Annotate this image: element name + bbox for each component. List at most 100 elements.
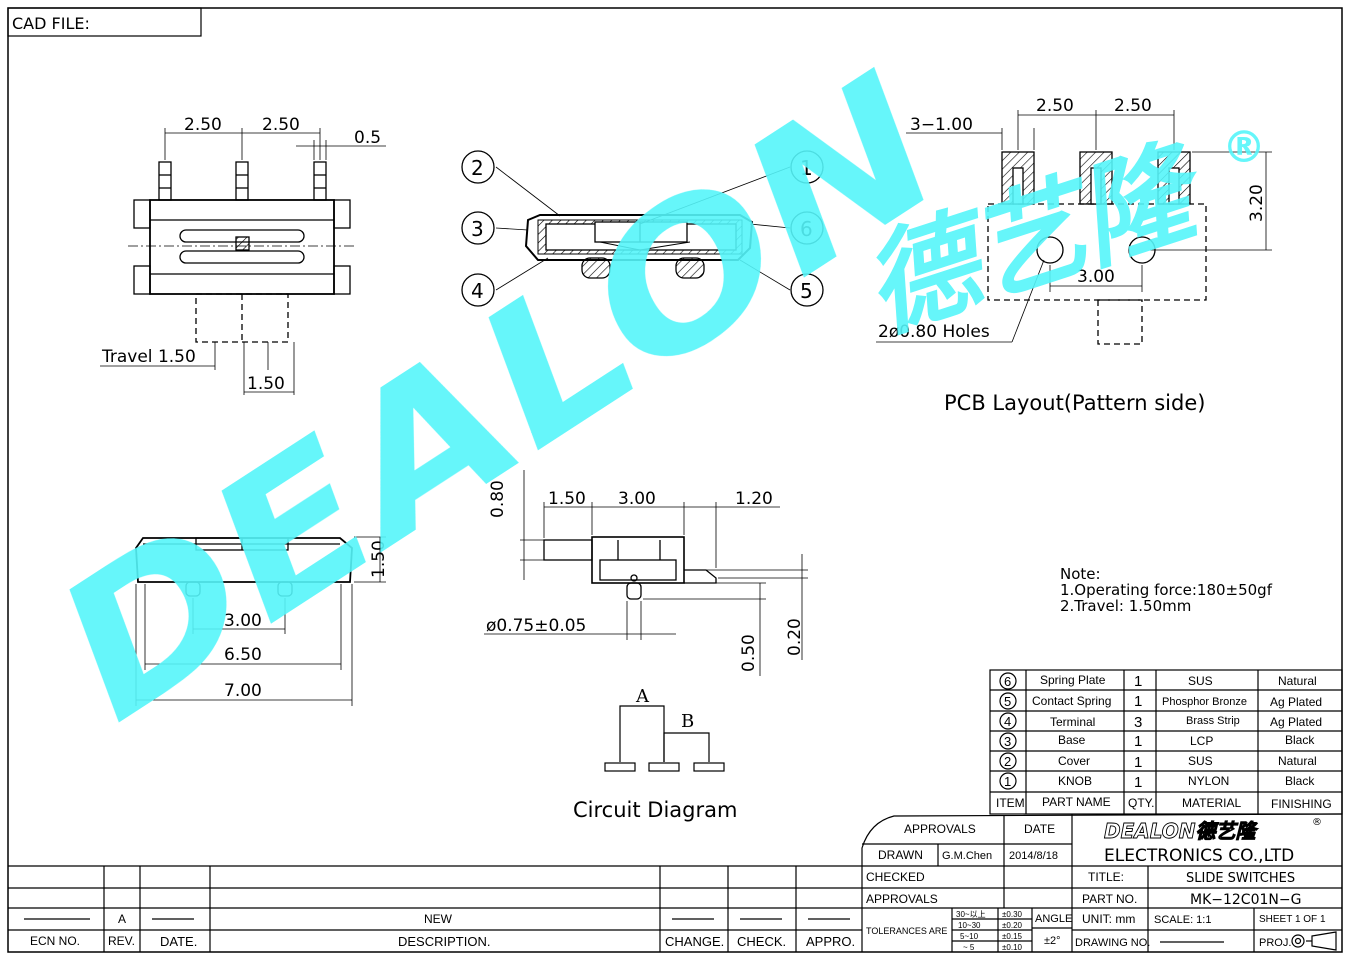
pcb-dim-height: 3.20 [1247, 184, 1267, 222]
pcb-dim-hole-spacing: 3.00 [1077, 267, 1115, 287]
tb-scale: SCALE: 1:1 [1154, 914, 1211, 926]
tb-tol-range: 30~以上 [956, 910, 986, 919]
pcb-dim-pitch-left: 2.50 [1036, 96, 1074, 116]
bom-finishing: Black [1285, 774, 1315, 788]
tb-approvals: APPROVALS [904, 822, 976, 836]
travel-label: Travel 1.50 [101, 347, 196, 367]
bom-finishing: Ag Plated [1270, 715, 1322, 729]
bom-item: 3 [1004, 734, 1011, 749]
tb-tol-range: 5~10 [960, 932, 979, 941]
bom-finishing: Ag Plated [1270, 695, 1322, 709]
bom-item: 4 [1004, 714, 1011, 729]
title-block [861, 813, 1343, 952]
tb-proj: PROJ. [1259, 937, 1291, 949]
rev-header-ecn: ECN NO. [30, 934, 80, 948]
tb-tol-range: ~ 5 [963, 943, 975, 952]
tb-logo-trademark: ® [1312, 817, 1322, 828]
bom-finishing: Natural [1278, 754, 1317, 768]
bom-material: NYLON [1188, 774, 1229, 788]
rev-header-check: CHECK. [737, 934, 786, 949]
pcb-layout [876, 110, 1272, 345]
front-dim-post-spacing: 3.00 [224, 611, 262, 631]
bom-part-name: KNOB [1058, 774, 1092, 788]
bom-part-name: Spring Plate [1040, 673, 1106, 687]
tb-logo: DEALON德艺隆 [1104, 819, 1259, 843]
tb-company: ELECTRONICS CO.,LTD [1104, 846, 1294, 866]
tb-sheet: SHEET 1 OF 1 [1259, 914, 1326, 925]
rev-header-description: DESCRIPTION. [398, 934, 490, 949]
revision-table [8, 865, 862, 952]
bom-item: 2 [1004, 754, 1011, 769]
side-dim-c: 1.20 [735, 489, 773, 509]
side-view [484, 470, 808, 676]
tb-date: DATE [1024, 822, 1055, 836]
bom-part-name: Contact Spring [1032, 694, 1111, 708]
bom-part-name: Terminal [1050, 715, 1095, 729]
callout-5: 5 [800, 279, 813, 303]
bom-qty: 1 [1134, 754, 1142, 771]
tb-drawn-by: G.M.Chen [942, 850, 992, 862]
side-dim-b: 3.00 [618, 489, 656, 509]
bom-header-material: MATERIAL [1182, 796, 1241, 810]
rev-header-change: CHANGE. [665, 934, 724, 949]
callout-1: 1 [800, 156, 813, 180]
callout-4: 4 [471, 279, 484, 303]
rev-header-rev: REV. [108, 934, 135, 948]
dim-pin-width: 0.5 [354, 128, 381, 148]
tb-tol-range: 10~30 [958, 921, 981, 930]
tb-tolerances: TOLERANCES ARE [866, 926, 947, 936]
section-view [461, 150, 824, 307]
bom-header-finishing: FINISHING [1271, 797, 1332, 811]
side-dim-a: 1.50 [548, 489, 586, 509]
watermark-logo-latin: DEALON [19, 33, 978, 763]
bom-material: LCP [1190, 734, 1213, 748]
tb-angle: ANGLE [1035, 913, 1072, 925]
notes-line1: 1.Operating force:180±50gf [1060, 581, 1273, 599]
circuit-label-a: A [635, 686, 650, 707]
tb-tol-value: ±0.15 [1002, 932, 1023, 941]
dim-pitch-left: 2.50 [184, 115, 222, 135]
side-dim-post-dia: ø0.75±0.05 [486, 616, 586, 636]
tb-part-value: MK−12C01N−G [1190, 892, 1301, 908]
bom-item: 1 [1004, 774, 1011, 789]
tb-title-value: SLIDE SWITCHES [1186, 871, 1295, 886]
dim-pitch-right: 2.50 [262, 115, 300, 135]
callout-2: 2 [471, 156, 484, 180]
bom-part-name: Cover [1058, 754, 1090, 768]
tb-drawing-no: DRAWING NO. [1075, 937, 1150, 949]
drawing-border [7, 7, 1343, 953]
bom-part-name: Base [1058, 733, 1086, 747]
front-dim-height: 1.50 [369, 540, 389, 578]
tb-tol-value: ±0.30 [1002, 910, 1023, 919]
bom-material: Phosphor Bronze [1162, 696, 1247, 708]
circuit-label-b: B [681, 711, 694, 732]
rev-header-appro: APPRO. [806, 934, 855, 949]
dim-travel: 1.50 [247, 374, 285, 394]
side-dim-terminal-thickness: 0.20 [785, 618, 805, 656]
tb-unit: UNIT: mm [1082, 912, 1135, 926]
tb-part-label: PART NO. [1082, 892, 1137, 906]
bom-qty: 1 [1134, 733, 1142, 750]
bom-material: Brass Strip [1186, 715, 1240, 727]
title-block-text: APPROVALS DATE DRAWN G.M.Chen 2014/8/18 … [866, 817, 1326, 952]
bom-material: SUS [1188, 754, 1213, 768]
callout-3: 3 [471, 217, 484, 241]
callout-6: 6 [800, 217, 813, 241]
tb-checked: CHECKED [866, 870, 925, 884]
rev-value: A [118, 912, 126, 926]
bom-finishing: Natural [1278, 674, 1317, 688]
front-dim-inner-width: 6.50 [224, 645, 262, 665]
bom-table [989, 669, 1343, 815]
tb-tol-value: ±0.10 [1002, 943, 1023, 952]
bom-qty: 1 [1134, 693, 1142, 710]
rev-header-date: DATE. [160, 934, 197, 949]
bom-qty: 3 [1134, 714, 1142, 731]
pcb-dim-pad-width: 3−1.00 [910, 115, 973, 135]
notes-line2: 2.Travel: 1.50mm [1060, 597, 1191, 615]
top-view [100, 128, 386, 395]
front-view [135, 536, 386, 706]
pcb-caption: PCB Layout(Pattern side) [944, 391, 1205, 415]
tb-drawn-date: 2014/8/18 [1009, 850, 1058, 862]
revision-text: A NEW ECN NO. REV. DATE. DESCRIPTION. CH… [30, 912, 855, 949]
